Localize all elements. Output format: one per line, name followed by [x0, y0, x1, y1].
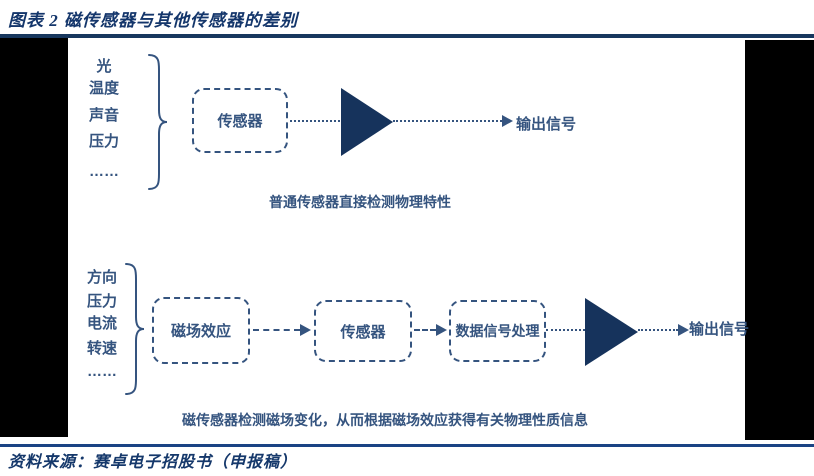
- figure-title: 图表 2 磁传感器与其他传感器的差别: [8, 11, 298, 30]
- d1-input-pressure: 压力: [88, 133, 119, 150]
- d2-input-current: 电流: [86, 315, 117, 332]
- d2-magnetic-effect-label: 磁场效应: [170, 323, 231, 340]
- d2-connector-amp-to-output: [638, 329, 678, 331]
- d2-arrowhead-2-icon: [436, 324, 447, 336]
- d2-input-pressure: 压力: [86, 293, 117, 310]
- d2-connector-2: [414, 329, 436, 331]
- d2-signal-processing-box: 数据信号处理: [449, 300, 546, 362]
- d1-caption: 普通传感器直接检测物理特性: [269, 194, 451, 210]
- d2-brace-icon: [123, 263, 145, 395]
- d2-sensor-box: 传感器: [314, 300, 412, 362]
- source-note: 资料来源：赛卓电子招股书（申报稿）: [8, 454, 298, 471]
- d2-signal-processing-label: 数据信号处理: [455, 323, 540, 339]
- left-black-margin: [0, 38, 68, 437]
- d1-input-sound: 声音: [88, 107, 119, 124]
- d2-input-ellipsis: ……: [87, 363, 117, 380]
- d2-output-label: 输出信号: [689, 321, 750, 338]
- d1-input-light: 光: [96, 58, 112, 75]
- d1-arrowhead-icon: [502, 115, 513, 127]
- d1-sensor-box-label: 传感器: [217, 113, 263, 130]
- d2-input-speed: 转速: [86, 340, 117, 357]
- right-black-margin: [745, 40, 814, 440]
- footer-divider-rule: [0, 444, 814, 447]
- title-divider-rule: [0, 34, 814, 38]
- d2-caption: 磁传感器检测磁场变化，从而根据磁场效应获得有关物理性质信息: [182, 412, 588, 428]
- d2-sensor-box-label: 传感器: [340, 323, 386, 341]
- d1-sensor-box: 传感器: [192, 88, 288, 153]
- d2-arrowhead-3-icon: [678, 324, 689, 336]
- d2-magnetic-effect-box: 磁场效应: [152, 297, 250, 364]
- d1-connector-amp-to-output: [393, 120, 502, 122]
- d1-amplifier-triangle-icon: [341, 88, 393, 156]
- d2-connector-1: [253, 329, 300, 331]
- d2-amplifier-triangle-icon: [585, 298, 638, 366]
- d2-arrowhead-1-icon: [300, 324, 311, 336]
- d1-input-ellipsis: ……: [89, 163, 119, 180]
- d1-input-temperature: 温度: [88, 80, 119, 97]
- d1-connector-box-to-amp: [290, 120, 340, 122]
- d1-brace-icon: [146, 54, 168, 190]
- d1-output-label: 输出信号: [516, 116, 577, 133]
- d2-input-direction: 方向: [86, 269, 117, 286]
- d2-connector-box-to-amp: [546, 329, 585, 331]
